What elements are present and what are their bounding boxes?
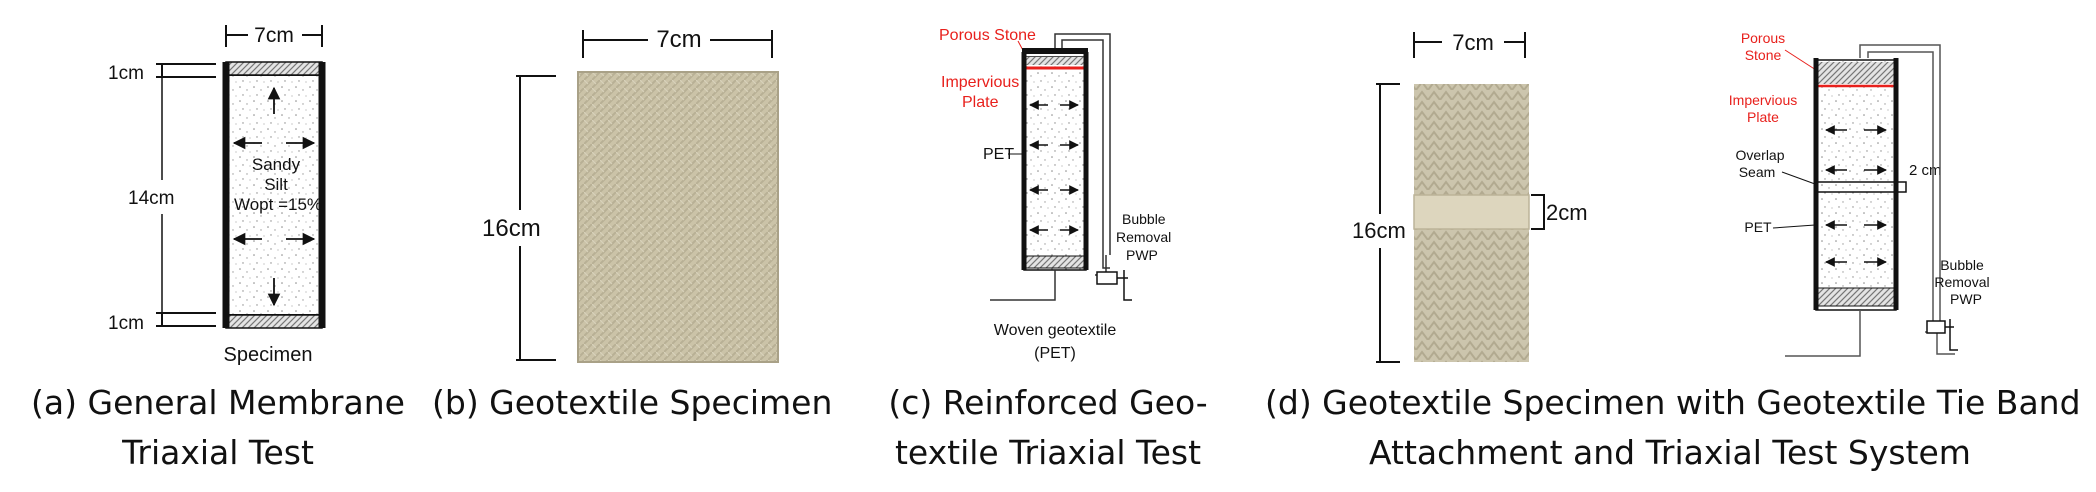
stress-arrows [232, 86, 316, 307]
pet-label: PET [1744, 219, 1772, 235]
caption-a-line1: (a) General Membrane [31, 383, 405, 422]
pwp-transducer [1096, 271, 1118, 285]
impervious-label-2: Plate [1747, 109, 1779, 125]
bubble-label-3: PWP [1950, 291, 1982, 307]
porous-stone-label: Porous Stone [939, 27, 1036, 44]
woven-label-1: Woven geotextile [994, 322, 1117, 339]
woven-label-2: (PET) [1034, 345, 1076, 362]
panel-c-reinforced-cell: Porous Stone Impervious Plate PET [939, 27, 1171, 362]
seam-width-label: 2 cm [1909, 162, 1942, 179]
bubble-label-1: Bubble [1122, 211, 1166, 227]
height-label: 16cm [482, 215, 541, 242]
bubble-label-1: Bubble [1940, 257, 1984, 273]
top-porous-stone [225, 61, 323, 76]
width-label: 7cm [656, 26, 701, 53]
bubble-label-2: Removal [1934, 274, 1989, 290]
panel-d-tie-band-specimen: 7cm 16cm 2cm [1350, 27, 1588, 363]
width-label: 7cm [254, 24, 294, 47]
pet-label: PET [983, 146, 1014, 163]
pwp-transducer [1926, 320, 1946, 334]
caption-d-line1: (d) Geotextile Specimen with Geotextile … [1265, 383, 2081, 422]
porous-label-1: Porous [1741, 30, 1785, 46]
middle-dim: 14cm [128, 188, 174, 209]
width-label: 7cm [1452, 30, 1494, 55]
impervious-label-1: Impervious [1729, 92, 1797, 108]
panel-a-general-membrane: 7cm Sandy Silt Wopt =15% 1cm [108, 20, 326, 366]
geotextile-photo [578, 72, 778, 362]
bottom-cap-dim: 1cm [108, 313, 144, 334]
bubble-label-3: PWP [1126, 247, 1158, 263]
specimen-label: Specimen [224, 344, 313, 366]
porous-label-2: Stone [1745, 47, 1782, 63]
material-label-2: Silt [264, 175, 288, 194]
material-label-1: Sandy [252, 155, 301, 174]
material-label-3: Wopt =15% [234, 195, 322, 214]
impervious-label-1: Impervious [941, 74, 1019, 91]
caption-c-line2: textile Triaxial Test [894, 433, 1202, 472]
panel-e-tie-band-cell: Porous Stone Impervious Plate Overlap Se… [1729, 30, 1990, 357]
caption-d-line2: Attachment and Triaxial Test System [1369, 433, 1971, 472]
panel-b-geotextile: 7cm 16cm [480, 22, 779, 363]
bottom-porous-stone [225, 314, 323, 329]
top-cap-dim: 1cm [108, 63, 144, 84]
impervious-label-2: Plate [962, 94, 999, 111]
overlap-label-2: Seam [1739, 164, 1776, 180]
bubble-label-2: Removal [1116, 229, 1171, 245]
specimen-cell [1023, 56, 1087, 271]
specimen-cell [1815, 59, 1897, 311]
band-width-label: 2cm [1546, 200, 1588, 225]
caption-b-line1: (b) Geotextile Specimen [432, 383, 833, 422]
overlap-label-1: Overlap [1735, 147, 1784, 163]
height-label: 16cm [1352, 218, 1406, 243]
tie-band [1413, 194, 1530, 230]
caption-c-line1: (c) Reinforced Geo- [888, 383, 1208, 422]
caption-a-line2: Triaxial Test [122, 433, 314, 472]
